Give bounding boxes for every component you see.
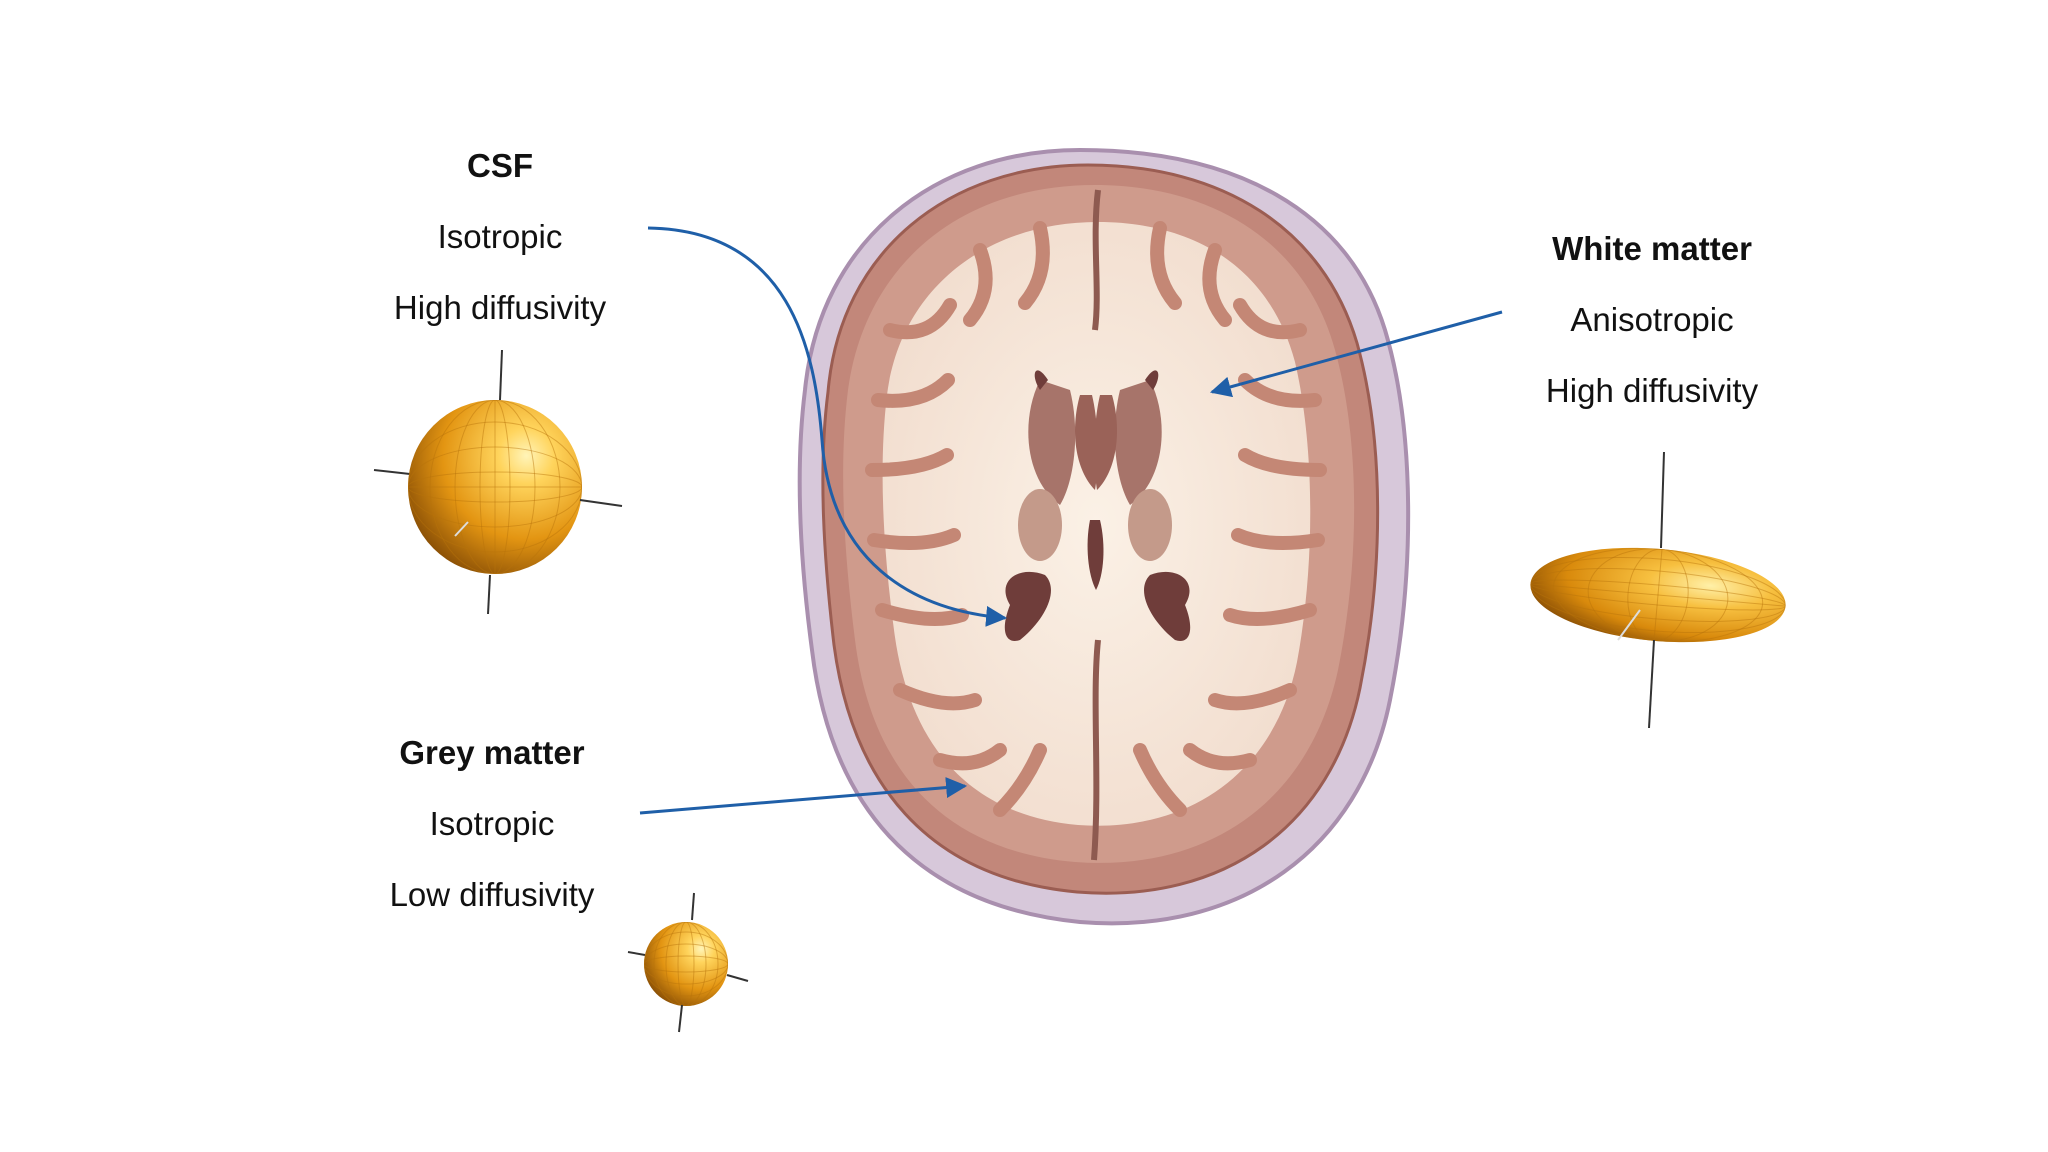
grey-matter-arrow (639, 777, 968, 815)
csf-isotropy: Isotropic (437, 218, 563, 255)
brain-ventricles (1004, 370, 1191, 641)
csf-title: CSF (467, 147, 533, 184)
csf-tensor-sphere (373, 349, 623, 615)
brain-gyri (865, 221, 1327, 817)
white-matter-label: White matter Anisotropic High diffusivit… (1502, 213, 1802, 426)
csf-arrow (647, 226, 1008, 627)
brain-axial-slice (797, 147, 1411, 926)
white-matter-diffusivity: High diffusivity (1545, 372, 1759, 409)
grey-matter-tensor-sphere (627, 892, 749, 1033)
white-matter-title: White matter (1552, 230, 1752, 267)
csf-diffusivity: High diffusivity (393, 289, 607, 326)
grey-matter-label: Grey matter Isotropic Low diffusivity (342, 717, 642, 930)
grey-matter-isotropy: Isotropic (429, 805, 555, 842)
white-matter-arrow (1209, 310, 1503, 398)
brain-basal-ganglia (1018, 380, 1172, 561)
csf-label: CSF Isotropic High diffusivity (350, 130, 650, 343)
pointer-arrows (639, 226, 1503, 815)
brain-interhemispheric-fissure (1091, 189, 1101, 861)
grey-matter-title: Grey matter (399, 734, 585, 771)
white-matter-isotropy: Anisotropic (1570, 301, 1734, 338)
grey-matter-diffusivity: Low diffusivity (389, 876, 595, 913)
white-matter-tensor-ellipsoid (1529, 451, 1787, 729)
